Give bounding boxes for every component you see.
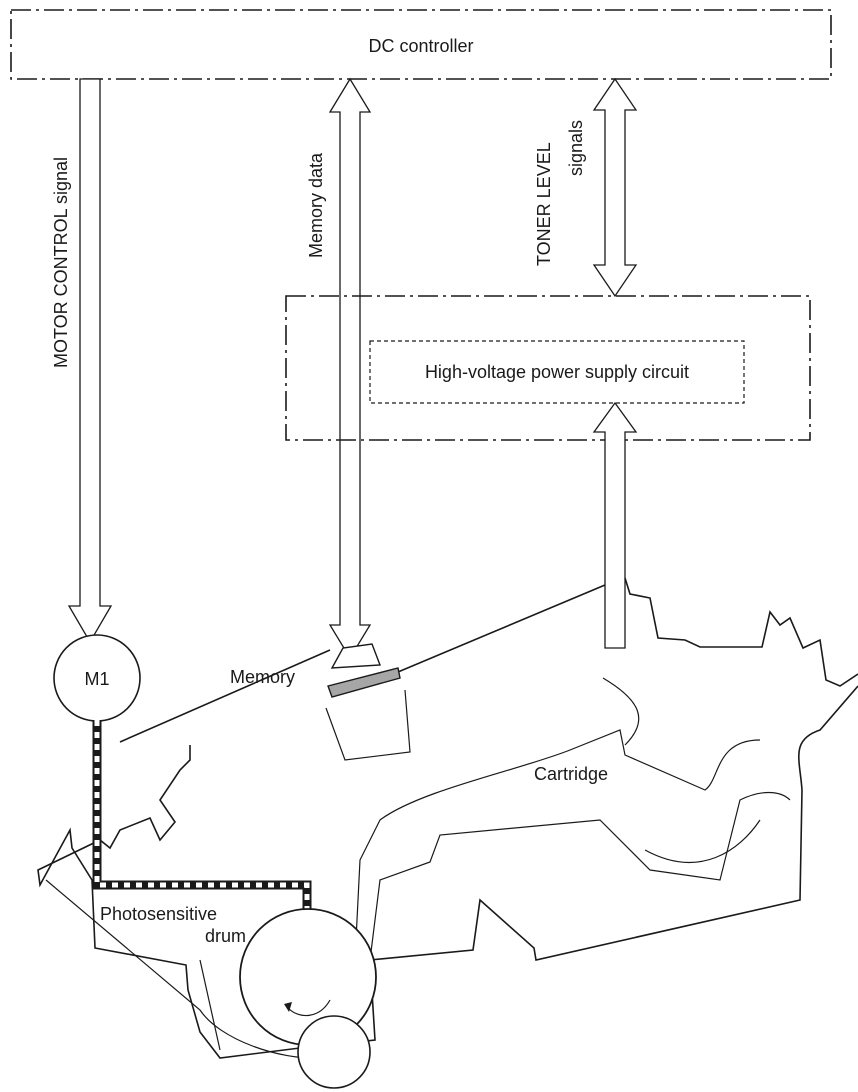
cartridge-outline xyxy=(37,577,858,1059)
toner-level-label-line2: signals xyxy=(566,120,586,176)
hv-cartridge-arrow xyxy=(592,401,638,649)
motor-control-arrow xyxy=(67,78,113,644)
motor-label: M1 xyxy=(84,669,109,689)
cartridge-label: Cartridge xyxy=(534,764,608,784)
drum-label-line1: Photosensitive xyxy=(100,904,217,924)
drum-label-line2: drum xyxy=(205,926,246,946)
memory-data-label: Memory data xyxy=(306,152,326,258)
toner-level-arrow xyxy=(592,77,638,298)
hv-circuit-label: High-voltage power supply circuit xyxy=(425,362,689,382)
lower-roller xyxy=(297,1015,371,1089)
memory-data-arrow xyxy=(328,77,372,660)
dc-controller-box: DC controller xyxy=(10,9,832,80)
memory-chip xyxy=(327,643,401,698)
drive-chain xyxy=(92,720,312,918)
toner-level-label-line1: TONER LEVEL xyxy=(534,142,554,266)
hv-outer-box xyxy=(285,295,811,441)
motor-m1: M1 xyxy=(53,634,141,722)
dc-controller-label: DC controller xyxy=(368,36,473,56)
memory-label: Memory xyxy=(230,667,295,687)
hv-circuit-box: High-voltage power supply circuit xyxy=(369,340,745,404)
motor-control-signal-label: MOTOR CONTROL signal xyxy=(51,157,71,368)
